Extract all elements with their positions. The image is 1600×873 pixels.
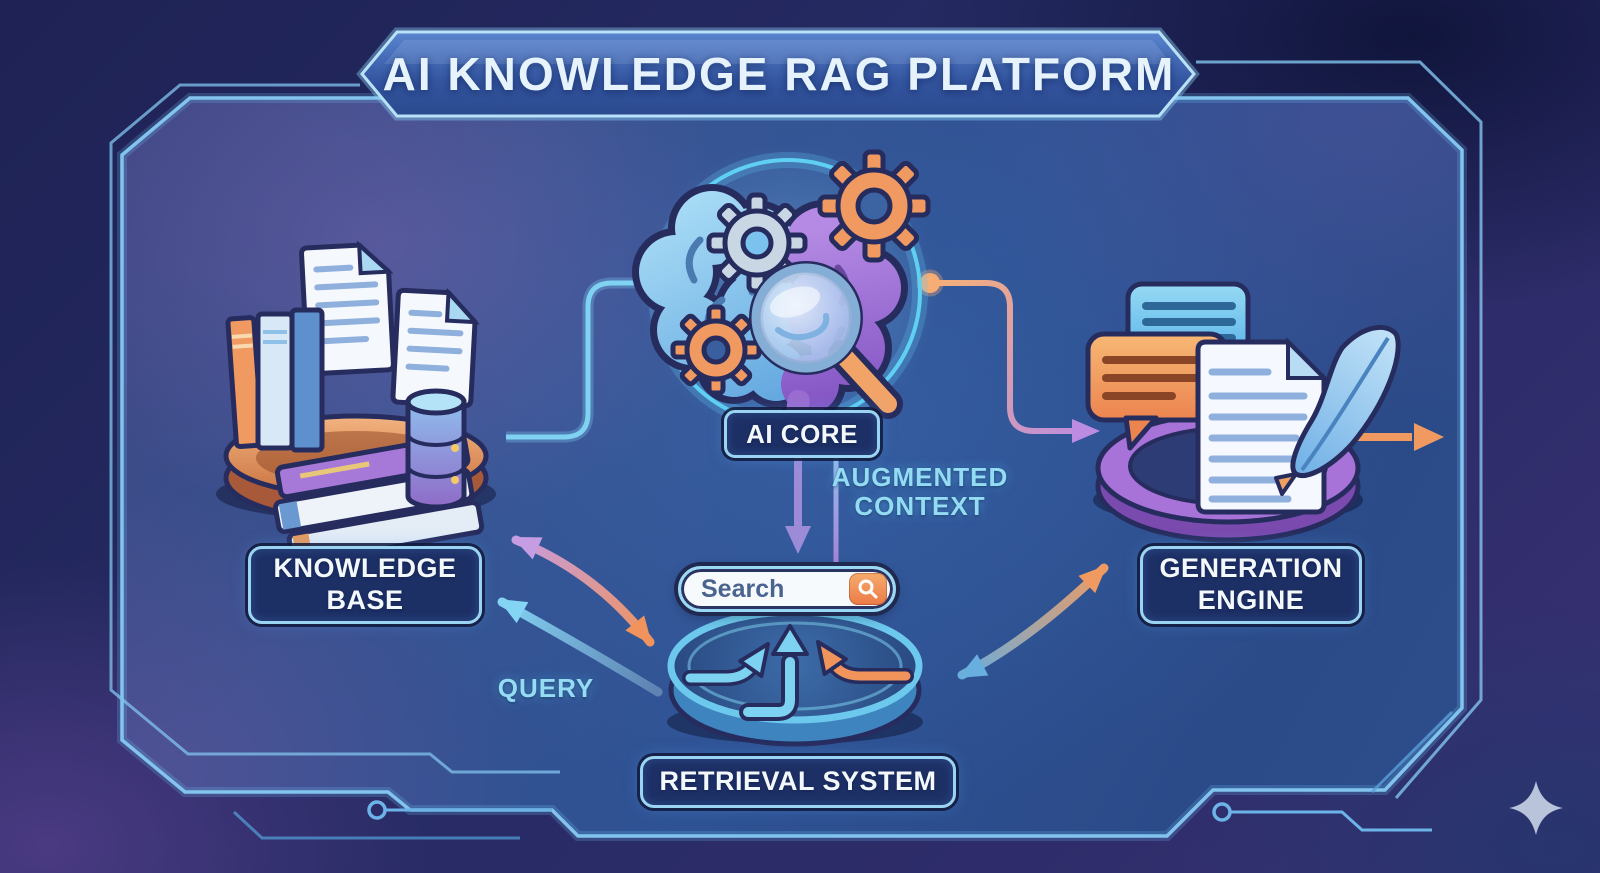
sparkle-icon [1509,781,1563,835]
up-arrows-icon [682,624,914,721]
connector-core-to-knowledge-base [506,277,666,443]
knowledge-base-illustration [216,240,496,567]
gear-icon [817,149,931,263]
quill-icon [1274,324,1401,496]
magnifier-icon [749,261,903,419]
chat-bubble-icon [1085,331,1229,451]
output-arrow [1352,423,1444,451]
retrieval-illustration [667,608,923,747]
knowledge-base-label: KNOWLEDGE BASE [248,546,482,624]
query-label: QUERY [497,673,595,703]
search-bar[interactable]: Search [678,566,896,612]
document-icon [390,287,480,409]
query-arrow-context [511,535,655,647]
core-to-retrieval-arrow [785,452,811,554]
circuit-frame [109,60,1483,841]
database-icon [405,388,467,510]
generation-engine-illustration [1085,281,1401,543]
connector-core-to-generation-engine [930,280,1100,443]
gear-icon [670,304,762,396]
search-input[interactable]: Search [701,574,785,603]
search-button[interactable] [849,573,887,605]
ai-core-label: AI CORE [724,410,880,458]
retrieval-generation-arrow [957,563,1109,680]
generation-engine-label: GENERATION ENGINE [1140,546,1362,624]
ai-core-illustration [632,142,938,442]
augmented-context-label: AUGMENTED CONTEXT [831,462,1009,522]
search-icon [858,579,878,599]
page-title: AI KNOWLEDGE RAG PLATFORM [382,48,1176,100]
title-banner [356,27,1200,121]
query-arrow [497,597,663,697]
retrieval-system-label: RETRIEVAL SYSTEM [640,756,956,808]
